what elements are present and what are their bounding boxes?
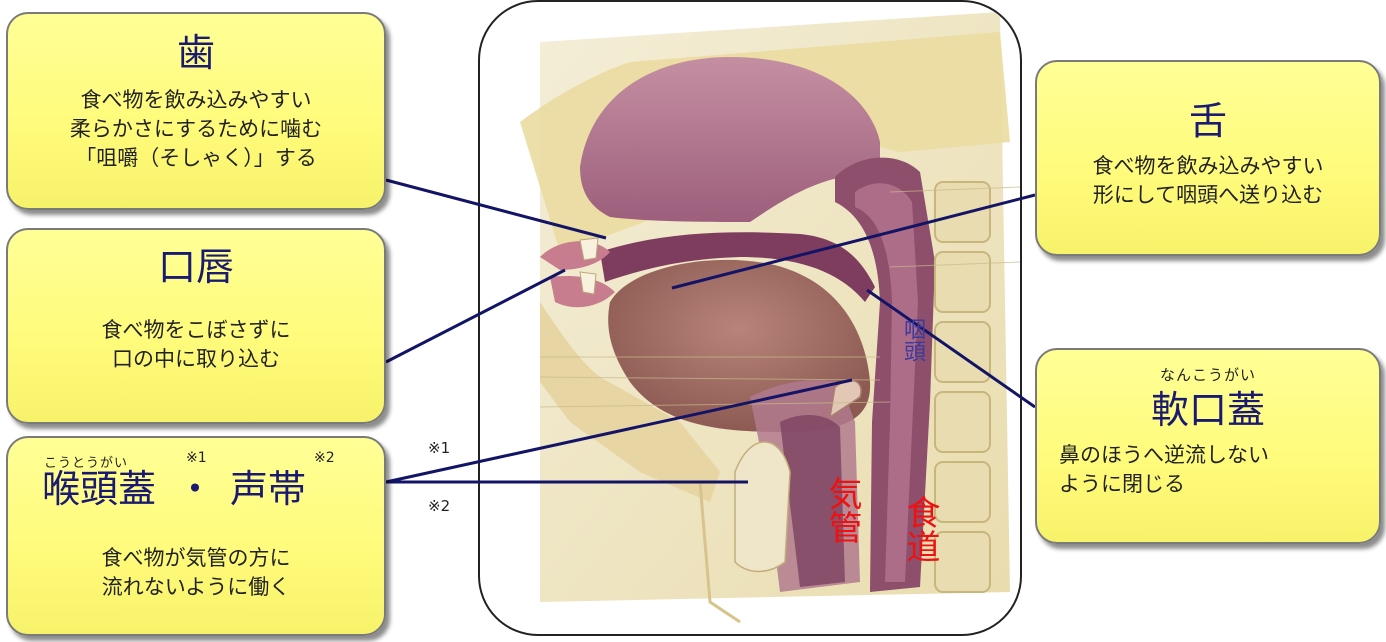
pharynx-label: 咽頭	[896, 318, 928, 362]
lips-desc-line: 口の中に取り込む	[8, 345, 384, 374]
teeth-desc-line: 食べ物を飲み込みやすい	[8, 86, 384, 115]
epiglottis-description: 食べ物が気管の方に 流れないように働く	[8, 544, 384, 602]
epiglottis-callout: こうとうがい ※1 ※2 喉頭蓋 ・ 声帯 食べ物が気管の方に 流れないように働…	[6, 436, 386, 636]
teeth-pointer-line	[386, 180, 606, 238]
trachea-label: 気管	[818, 476, 867, 544]
teeth-description: 食べ物を飲み込みやすい 柔らかさにするために噛む 「咀嚼（そしゃく）」する	[8, 86, 384, 173]
soft-palate-pointer-line	[867, 290, 1035, 407]
epiglottis-pointer-line	[386, 380, 852, 482]
vocal-cord-mark-2: ※2	[314, 450, 335, 466]
tongue-pointer-line	[672, 195, 1035, 288]
lips-description: 食べ物をこぼさずに 口の中に取り込む	[8, 316, 384, 374]
lips-title: 口唇	[8, 248, 384, 286]
tongue-desc-line: 形にして咽頭へ送り込む	[1037, 181, 1379, 210]
teeth-desc-line: 「咀嚼（そしゃく）」する	[8, 144, 384, 173]
epiglottis-title-row: こうとうがい ※1 ※2 喉頭蓋 ・ 声帯	[8, 438, 384, 514]
epiglottis-desc-line: 流れないように働く	[8, 573, 384, 602]
tongue-description: 食べ物を飲み込みやすい 形にして咽頭へ送り込む	[1037, 152, 1379, 210]
soft-palate-ruby: なんこうがい	[1037, 364, 1379, 385]
soft-palate-description: 鼻のほうへ逆流しない ように閉じる	[1037, 441, 1379, 499]
tongue-desc-line: 食べ物を飲み込みやすい	[1037, 152, 1379, 181]
title-separator: ・	[176, 470, 214, 508]
lips-desc-line: 食べ物をこぼさずに	[8, 316, 384, 345]
soft-palate-callout: なんこうがい 軟口蓋 鼻のほうへ逆流しない ように閉じる	[1035, 348, 1381, 544]
tongue-title: 舌	[1037, 102, 1379, 140]
lips-pointer-line	[386, 270, 565, 362]
teeth-callout: 歯 食べ物を飲み込みやすい 柔らかさにするために噛む 「咀嚼（そしゃく）」する	[6, 12, 386, 210]
soft-palate-desc-line: ように閉じる	[1059, 470, 1379, 499]
vocal-cord-title: 声帯	[230, 470, 306, 508]
note-mark-1: ※1	[428, 439, 450, 457]
lips-callout: 口唇 食べ物をこぼさずに 口の中に取り込む	[6, 228, 386, 424]
tongue-callout: 舌 食べ物を飲み込みやすい 形にして咽頭へ送り込む	[1035, 60, 1381, 256]
teeth-desc-line: 柔らかさにするために噛む	[8, 115, 384, 144]
epiglottis-title: 喉頭蓋	[42, 470, 156, 508]
soft-palate-desc-line: 鼻のほうへ逆流しない	[1059, 441, 1379, 470]
epiglottis-mark-1: ※1	[186, 450, 207, 466]
esophagus-label: 食道	[896, 495, 945, 563]
note-mark-2: ※2	[428, 497, 450, 515]
soft-palate-title: 軟口蓋	[1037, 391, 1379, 429]
teeth-title: 歯	[8, 34, 384, 72]
epiglottis-desc-line: 食べ物が気管の方に	[8, 544, 384, 573]
